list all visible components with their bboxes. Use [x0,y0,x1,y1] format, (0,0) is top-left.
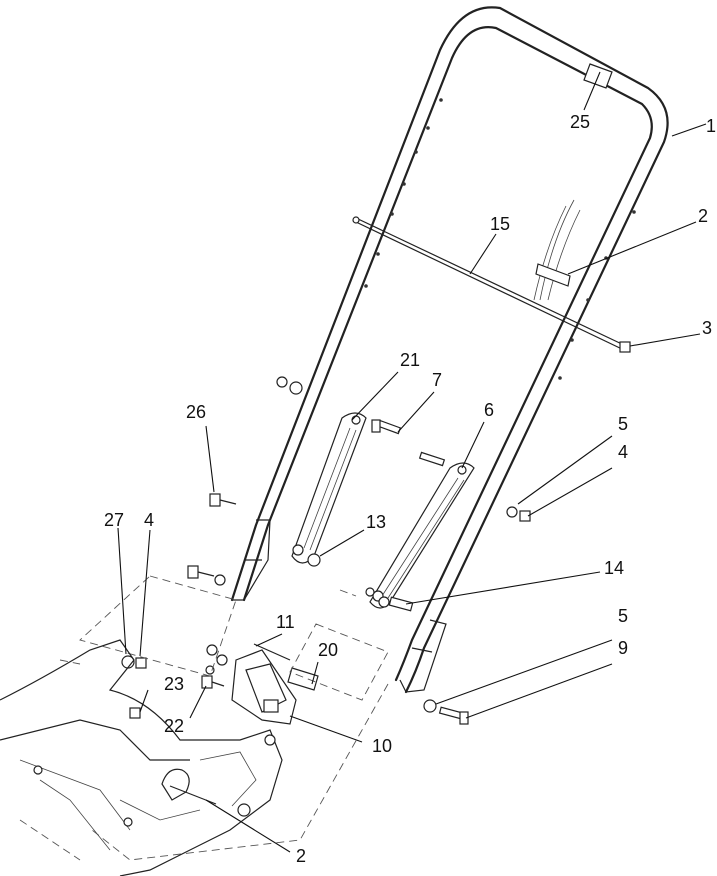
callout-14: 14 [604,558,624,578]
callout-9: 9 [618,638,628,658]
callout-10: 10 [372,736,392,756]
callout-4-left: 4 [144,510,154,530]
callout-11: 11 [276,612,295,632]
slotted-bracket-6 [369,462,475,609]
mounting-regions [19,575,389,861]
callout-13: 13 [366,512,386,532]
callout-27: 27 [104,510,124,530]
handle-holes-right [558,210,636,380]
callout-23: 23 [164,674,184,694]
callout-22: 22 [164,716,184,736]
callout-5-lower: 5 [618,606,628,626]
handle-holes-left [364,98,443,288]
cross-rod [352,216,631,353]
callout-20: 20 [318,640,338,660]
callout-25: 25 [570,112,590,132]
callout-4-right: 4 [618,442,628,462]
callout-2-bottom: 2 [296,846,306,866]
callout-6: 6 [484,400,494,420]
callout-labels: 1 2 2 3 4 4 5 5 6 7 9 10 11 13 14 15 20 … [104,112,716,866]
callout-21: 21 [400,350,420,370]
callout-5-upper: 5 [618,414,628,434]
callout-3: 3 [702,318,712,338]
callout-2-top: 2 [698,206,708,226]
callout-7: 7 [432,370,442,390]
leader-lines [117,71,707,853]
cable-clip [533,199,581,301]
handle-bracket-10 [231,643,319,725]
callout-26: 26 [186,402,206,422]
callout-1: 1 [706,116,716,136]
hardware [121,376,531,725]
callout-15: 15 [490,214,510,234]
handle-frame [230,6,669,694]
mower-deck [0,639,283,876]
